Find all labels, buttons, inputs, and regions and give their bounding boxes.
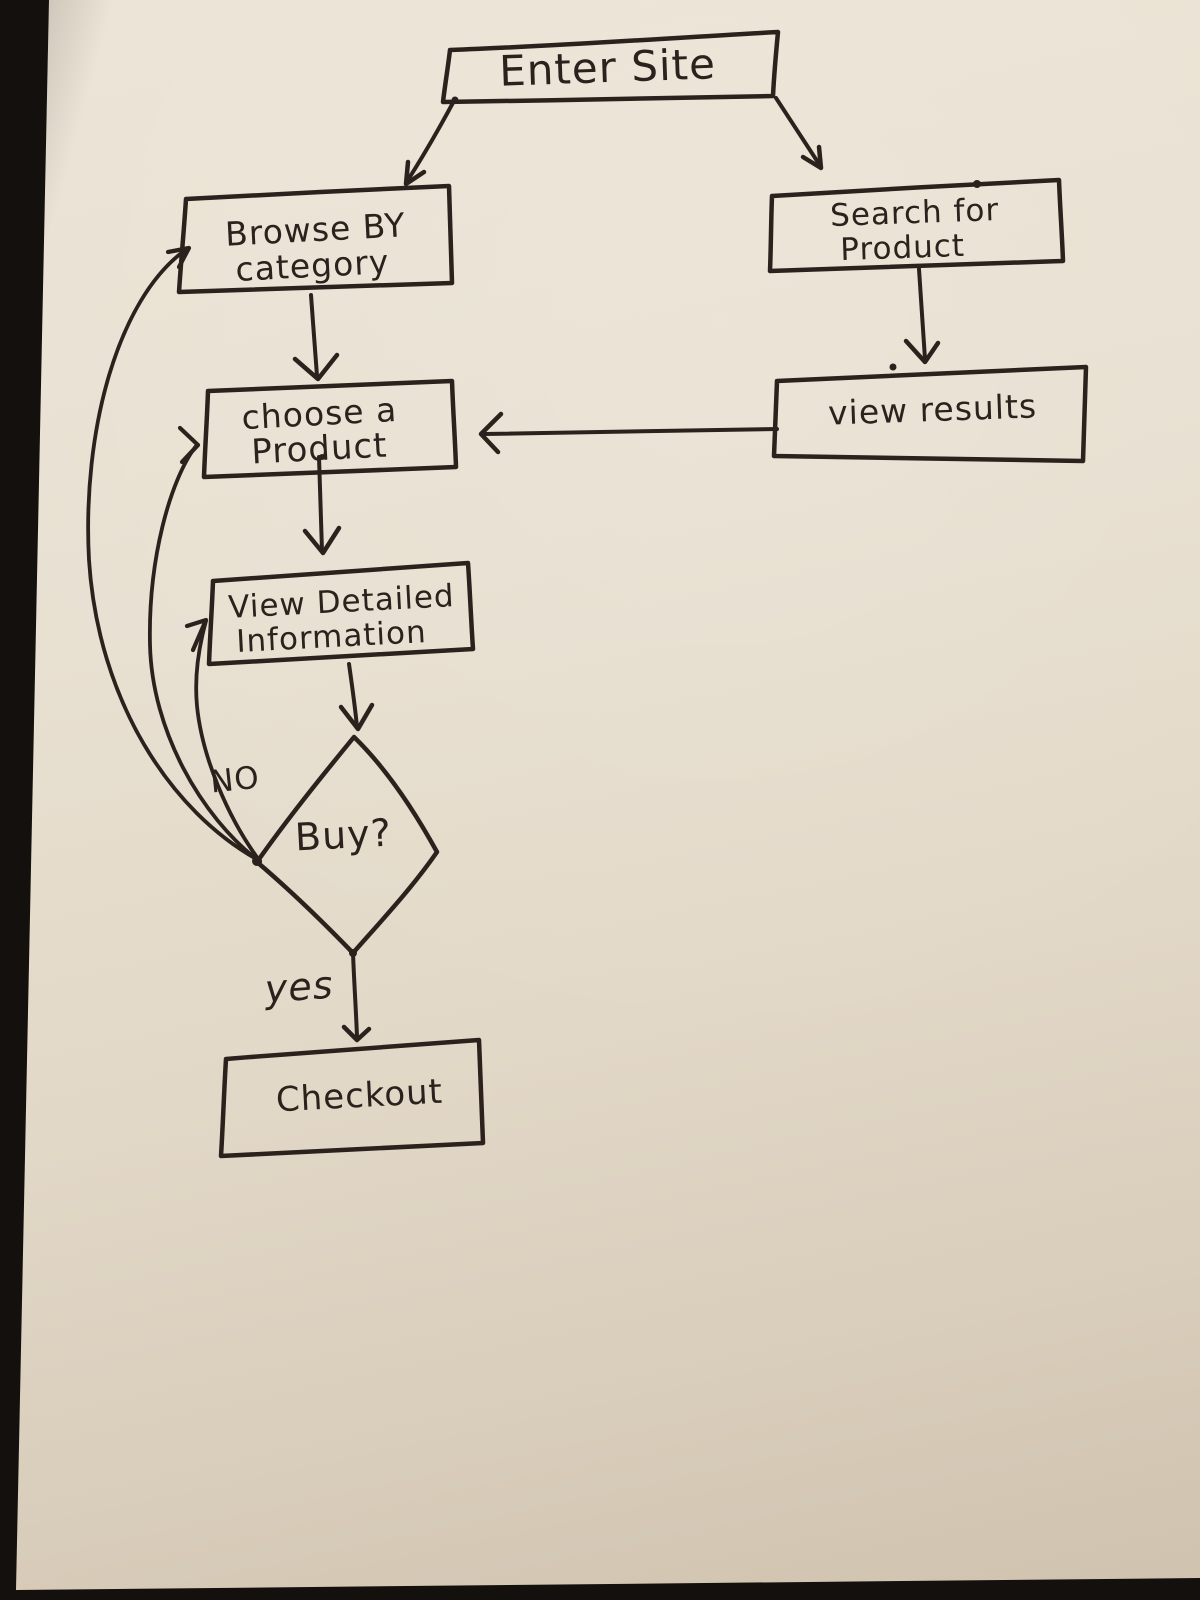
search-box-outline [767,177,1066,274]
ink-blob [451,96,459,104]
edge-results-to-choose [482,427,779,436]
ink-blob [889,363,897,371]
search-label-line1: Search for [830,192,1000,234]
edge-label-yes: yes [262,963,335,1012]
arrowhead [478,411,504,455]
browse-label-line1: Browse BY [224,205,406,253]
edge-search-to-results [917,267,927,361]
edge-browse-to-choose [309,293,319,378]
edge-label-no: NO [208,760,261,801]
ink-blob [252,856,262,866]
ink-blob [319,454,325,460]
edge-enter-to-browse [404,97,457,185]
edge-buy-no-to-browse [86,249,262,863]
edge-choose-to-detail [317,455,324,553]
node-view-detailed-information: View Detailed Information [206,560,476,667]
edge-detail-to-buy [347,662,359,729]
ink-blob [349,949,357,957]
node-enter-site: Enter Site [440,29,781,105]
enter-site-label: Enter Site [498,39,716,96]
view-results-box-outline [771,364,1089,464]
choose-label-line1: choose a [241,390,398,437]
node-buy-decision: Buy? [254,734,440,956]
choose-box-outline [201,378,459,480]
arrowhead [292,352,340,382]
arrowhead [165,245,192,270]
edges [86,96,981,1043]
edge-enter-to-search [774,96,823,169]
node-browse-by-category: Browse BY category [176,183,455,295]
edge-buy-no-to-choose [148,444,262,864]
node-view-results: view results [771,364,1089,464]
edge-buy-to-checkout [351,951,359,1039]
checkout-label: Checkout [275,1072,444,1121]
detail-box-outline [206,560,476,667]
node-checkout: Checkout [218,1037,486,1159]
arrowhead [338,702,375,732]
edge-buy-no-to-detail [194,619,261,862]
arrowhead [800,144,824,171]
arrowhead [302,525,342,556]
arrowhead [341,1024,372,1043]
arrowhead [903,338,941,365]
arrowhead [403,159,427,187]
browse-label-line2: category [235,242,391,289]
checkout-box-outline [218,1037,486,1159]
arrowhead [177,425,201,465]
view-results-label: view results [827,386,1037,432]
search-label-line2: Product [840,228,966,268]
node-choose-a-product: choose a Product [201,378,459,480]
buy-label: Buy? [294,811,393,860]
arrowhead [184,617,209,653]
browse-box-outline [176,183,455,295]
ink-blob [973,180,981,188]
enter-site-box-outline [440,29,781,105]
node-search-for-product: Search for Product [767,177,1066,274]
